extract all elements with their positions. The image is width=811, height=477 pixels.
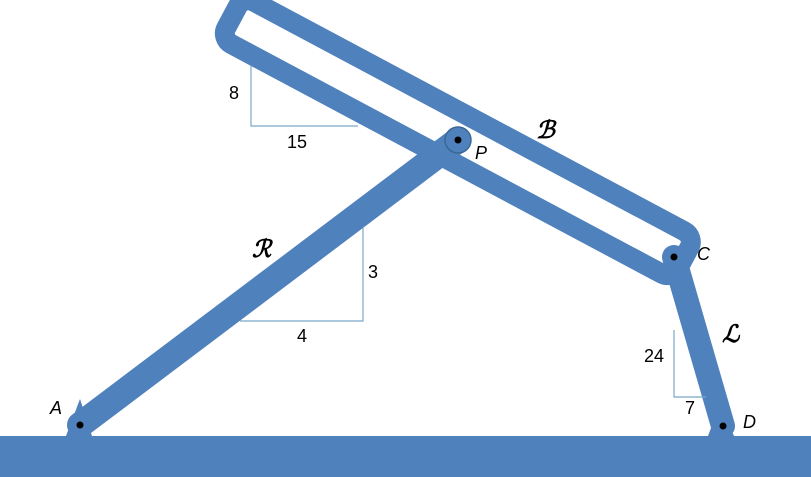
slope-l-rise: 24	[644, 346, 664, 366]
pin-a	[76, 421, 84, 429]
pin-d	[719, 422, 727, 430]
slope-b-run: 15	[287, 132, 307, 152]
slope-l-run: 7	[685, 398, 695, 418]
member-l-label: ℒ	[722, 322, 741, 348]
slope-r-run: 4	[297, 326, 307, 346]
point-c-label: C	[697, 244, 711, 264]
point-a-label: A	[49, 398, 62, 418]
ground	[0, 436, 811, 477]
slope-r-rise: 3	[368, 262, 378, 282]
member-r-label: ℛ	[252, 237, 274, 263]
member-b-label: ℬ	[536, 118, 557, 144]
pin-c	[670, 253, 678, 261]
member-l	[662, 245, 735, 438]
point-d-label: D	[743, 412, 756, 432]
point-p-label: P	[475, 143, 487, 163]
pin-p	[454, 136, 462, 144]
slope-guide-r	[240, 228, 364, 322]
slope-guide-l	[673, 330, 706, 398]
slope-b-rise: 8	[229, 83, 239, 103]
slope-guide-b	[250, 66, 358, 127]
member-b	[214, 0, 701, 286]
member-r	[67, 127, 471, 438]
